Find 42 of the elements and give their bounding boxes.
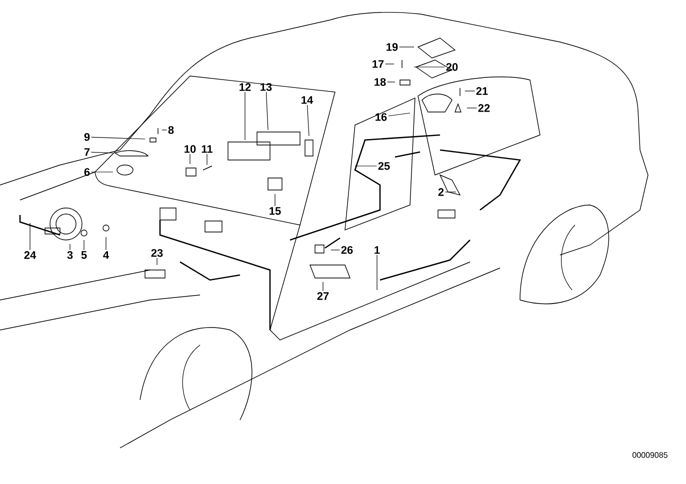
leader-line (90, 152, 114, 154)
leader-line (399, 46, 414, 48)
callout-number: 26 (341, 246, 353, 254)
leader-line (244, 92, 246, 140)
callout-number: 23 (151, 249, 163, 257)
callout-number: 6 (84, 168, 90, 176)
callout-number: 5 (81, 251, 87, 259)
leader-line (388, 112, 410, 116)
leader-line (274, 194, 276, 206)
leader-line (206, 154, 208, 166)
callout-number: 27 (317, 292, 329, 300)
leader-line (376, 254, 378, 290)
callout-number: 25 (378, 162, 390, 170)
leader-line (322, 282, 324, 292)
callout-number: 12 (240, 83, 251, 91)
callout-number: 1 (374, 246, 380, 254)
callout-number: 20 (446, 63, 458, 71)
callout-number: 7 (84, 148, 90, 156)
callout-number: 21 (476, 87, 488, 95)
callout-number: 14 (302, 96, 314, 104)
callout-number: 15 (270, 207, 281, 215)
leader-line (156, 258, 158, 266)
callout-number: 4 (103, 251, 109, 259)
callout-number: 13 (260, 83, 272, 91)
leader-line (414, 66, 445, 68)
callout-number: 19 (386, 43, 398, 51)
drawing-number: 00009085 (632, 452, 668, 458)
callout-number: 24 (24, 251, 36, 259)
callout-number: 3 (67, 251, 73, 259)
leader-line (266, 92, 268, 130)
callout-number: 22 (478, 104, 490, 112)
callout-number: 17 (372, 60, 384, 68)
leader-line (464, 90, 475, 92)
callout-number: 9 (84, 133, 90, 141)
leader-line (306, 104, 310, 136)
callout-number: 16 (376, 113, 387, 121)
callout-number: 10 (184, 145, 196, 153)
callout-number: 18 (374, 78, 386, 86)
callout-number: 2 (438, 188, 444, 196)
callout-number: 11 (202, 145, 212, 153)
leader-line (90, 136, 146, 140)
callout-number: 8 (168, 126, 174, 134)
